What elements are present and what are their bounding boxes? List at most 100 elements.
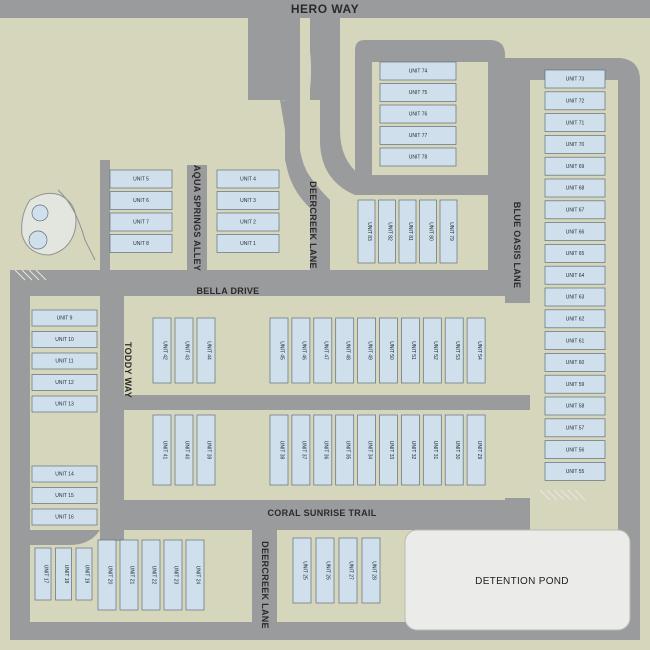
unit-building[interactable]: UNIT 40 [174, 414, 194, 486]
unit-building[interactable]: UNIT 66 [544, 222, 606, 241]
unit-building[interactable]: UNIT 21 [119, 539, 139, 611]
unit-building[interactable]: UNIT 71 [544, 113, 606, 132]
unit-building[interactable]: UNIT 55 [544, 462, 606, 481]
unit-label: UNIT 7 [133, 220, 149, 226]
unit-building[interactable]: UNIT 41 [152, 414, 172, 486]
unit-label: UNIT 73 [566, 77, 585, 83]
unit-building[interactable]: UNIT 81 [398, 199, 417, 264]
unit-building[interactable]: UNIT 60 [544, 353, 606, 372]
unit-building[interactable]: UNIT 4 [216, 169, 280, 189]
unit-building[interactable]: UNIT 61 [544, 331, 606, 350]
unit-building[interactable]: UNIT 15 [31, 487, 98, 504]
unit-building[interactable]: UNIT 75 [379, 83, 457, 102]
unit-building[interactable]: UNIT 56 [544, 440, 606, 459]
unit-building[interactable]: UNIT 10 [31, 331, 98, 348]
unit-building[interactable]: UNIT 62 [544, 309, 606, 329]
unit-building[interactable]: UNIT 36 [313, 414, 333, 486]
unit-building[interactable]: UNIT 78 [379, 147, 457, 167]
unit-building[interactable]: UNIT 42 [152, 317, 172, 384]
unit-building[interactable]: UNIT 63 [544, 287, 606, 307]
unit-label: UNIT 22 [151, 566, 157, 585]
unit-building[interactable]: UNIT 38 [269, 414, 289, 486]
unit-outline [292, 537, 312, 604]
unit-building[interactable]: UNIT 18 [55, 547, 72, 601]
unit-building[interactable]: UNIT 54 [466, 317, 486, 384]
unit-building[interactable]: UNIT 2 [216, 212, 280, 232]
unit-building[interactable]: UNIT 20 [97, 539, 117, 611]
unit-building[interactable]: UNIT 11 [31, 352, 98, 370]
unit-building[interactable]: UNIT 73 [544, 69, 606, 89]
unit-building[interactable]: UNIT 69 [544, 156, 606, 176]
unit-outline [419, 199, 437, 264]
unit-outline [466, 414, 486, 486]
unit-building[interactable]: UNIT 22 [141, 539, 161, 611]
unit-label: UNIT 16 [55, 515, 74, 521]
unit-outline [544, 200, 606, 220]
unit-building[interactable]: UNIT 37 [291, 414, 311, 486]
unit-building[interactable]: UNIT 26 [315, 537, 335, 604]
unit-building[interactable]: UNIT 79 [439, 199, 458, 264]
unit-building[interactable]: UNIT 57 [544, 418, 606, 438]
unit-building[interactable]: UNIT 52 [422, 317, 442, 384]
unit-building[interactable]: UNIT 47 [313, 317, 333, 384]
unit-outline [141, 539, 161, 611]
unit-building[interactable]: UNIT 8 [109, 234, 173, 253]
unit-building[interactable]: UNIT 17 [34, 547, 52, 601]
unit-building[interactable]: UNIT 33 [379, 414, 398, 486]
unit-label: UNIT 6 [133, 198, 149, 204]
unit-building[interactable]: UNIT 77 [379, 126, 457, 145]
unit-building[interactable]: UNIT 1 [216, 234, 280, 253]
unit-label: UNIT 14 [55, 472, 74, 478]
unit-building[interactable]: UNIT 51 [401, 317, 420, 384]
unit-building[interactable]: UNIT 28 [361, 537, 381, 604]
unit-building[interactable]: UNIT 13 [31, 395, 98, 413]
unit-building[interactable]: UNIT 72 [544, 91, 606, 111]
unit-building[interactable]: UNIT 19 [75, 547, 93, 601]
unit-building[interactable]: UNIT 31 [422, 414, 442, 486]
unit-building[interactable]: UNIT 70 [544, 135, 606, 154]
unit-building[interactable]: UNIT 6 [109, 191, 173, 210]
road-bella-drive [10, 270, 540, 296]
unit-building[interactable]: UNIT 59 [544, 374, 606, 394]
unit-building[interactable]: UNIT 30 [444, 414, 464, 486]
unit-outline [109, 169, 173, 189]
unit-building[interactable]: UNIT 27 [338, 537, 358, 604]
unit-building[interactable]: UNIT 80 [419, 199, 437, 264]
unit-label: UNIT 4 [240, 177, 256, 183]
unit-building[interactable]: UNIT 65 [544, 244, 606, 263]
unit-building[interactable]: UNIT 50 [379, 317, 398, 384]
unit-building[interactable]: UNIT 39 [196, 414, 216, 486]
unit-building[interactable]: UNIT 25 [292, 537, 312, 604]
unit-building[interactable]: UNIT 64 [544, 265, 606, 285]
unit-building[interactable]: UNIT 29 [466, 414, 486, 486]
unit-building[interactable]: UNIT 34 [357, 414, 376, 486]
unit-building[interactable]: UNIT 32 [401, 414, 420, 486]
unit-outline [291, 414, 311, 486]
unit-building[interactable]: UNIT 74 [379, 61, 457, 81]
unit-building[interactable]: UNIT 58 [544, 396, 606, 416]
unit-building[interactable]: UNIT 49 [357, 317, 376, 384]
unit-building[interactable]: UNIT 3 [216, 191, 280, 210]
unit-building[interactable]: UNIT 83 [357, 199, 376, 264]
unit-building[interactable]: UNIT 12 [31, 374, 98, 391]
unit-building[interactable]: UNIT 5 [109, 169, 173, 189]
unit-building[interactable]: UNIT 82 [378, 199, 396, 264]
unit-building[interactable]: UNIT 16 [31, 508, 98, 526]
unit-building[interactable]: UNIT 45 [269, 317, 289, 384]
unit-building[interactable]: UNIT 7 [109, 212, 173, 232]
unit-building[interactable]: UNIT 53 [444, 317, 464, 384]
unit-building[interactable]: UNIT 68 [544, 178, 606, 198]
unit-building[interactable]: UNIT 46 [291, 317, 311, 384]
unit-building[interactable]: UNIT 43 [174, 317, 194, 384]
unit-outline [34, 547, 52, 601]
unit-building[interactable]: UNIT 14 [31, 465, 98, 483]
unit-building[interactable]: UNIT 23 [163, 539, 183, 611]
unit-building[interactable]: UNIT 44 [196, 317, 216, 384]
unit-building[interactable]: UNIT 35 [335, 414, 355, 486]
unit-label: UNIT 10 [55, 337, 74, 343]
unit-building[interactable]: UNIT 24 [185, 539, 205, 611]
unit-building[interactable]: UNIT 9 [31, 309, 98, 327]
unit-building[interactable]: UNIT 67 [544, 200, 606, 220]
unit-building[interactable]: UNIT 76 [379, 104, 457, 124]
unit-building[interactable]: UNIT 48 [335, 317, 355, 384]
